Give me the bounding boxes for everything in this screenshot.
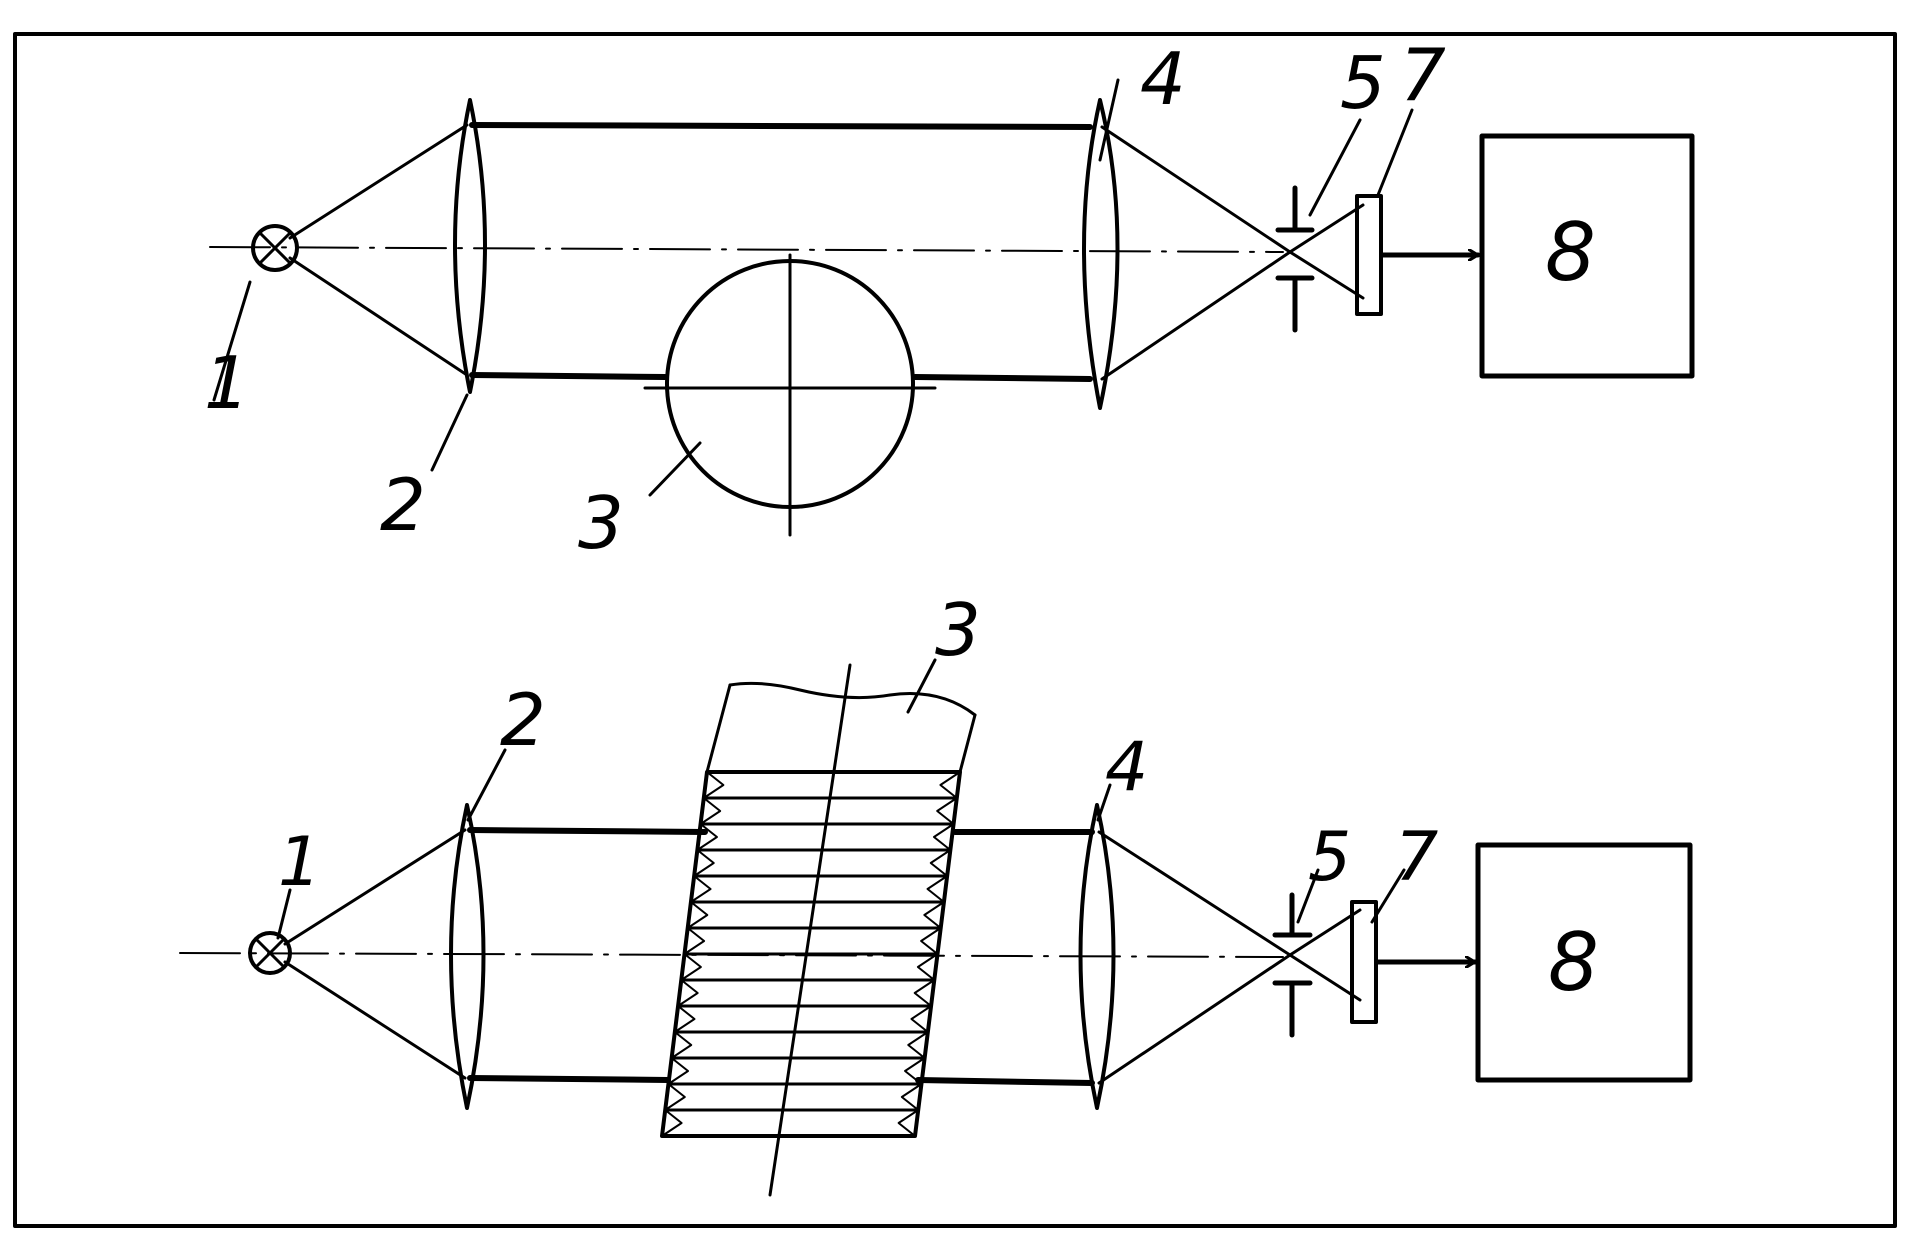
bottom-label-aperture: 5	[1308, 818, 1351, 897]
top-aperture	[1278, 188, 1312, 330]
bottom-label-unit: 8	[1548, 916, 1599, 1009]
bottom-label-lens2: 4	[1105, 728, 1148, 807]
top-optical-axis	[210, 247, 1283, 252]
bottom-label-detector: 7	[1395, 818, 1438, 897]
top-label-detector: 7	[1400, 33, 1446, 117]
bottom-label-object: 3	[935, 588, 981, 672]
top-object-circle	[645, 255, 935, 535]
top-condenser-lens	[455, 100, 485, 392]
top-scheme: 1 2 3 4 5 7 8	[204, 33, 1692, 565]
top-label-aperture: 5	[1340, 41, 1386, 125]
top-label-source: 1	[204, 341, 250, 425]
bottom-label-lens1: 2	[500, 678, 546, 762]
top-label-unit: 8	[1545, 206, 1596, 299]
bottom-condenser-lens	[451, 805, 484, 1108]
top-objective-lens	[1084, 100, 1118, 408]
top-label-lens1: 2	[380, 463, 426, 547]
top-label-object: 3	[578, 481, 624, 565]
strip-tilt-axis	[770, 665, 850, 1195]
bottom-scheme: 1 2 3 4 5 7 8	[180, 588, 1690, 1195]
bottom-label-source: 1	[278, 823, 321, 902]
strip-ribs	[662, 772, 960, 1136]
top-label-lens2: 4	[1140, 37, 1186, 121]
bottom-object-strip	[662, 665, 975, 1195]
